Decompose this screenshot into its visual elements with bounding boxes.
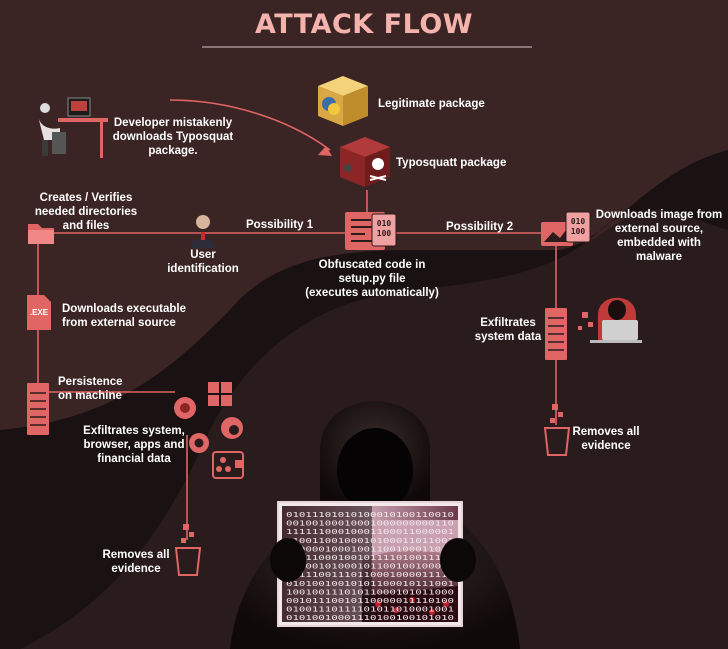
flow-lines xyxy=(37,99,557,540)
image-download-icon: 010 100 xyxy=(541,211,591,246)
binary-line: 11111100010001100011000001 xyxy=(286,527,454,536)
possibility-1-label: Possibility 1 xyxy=(246,219,314,231)
user-identification-label: User identification xyxy=(167,249,239,275)
page-title: ATTACK FLOW xyxy=(254,9,474,40)
binary-line: 01001110111101011010001001 xyxy=(286,605,454,614)
windows-icon xyxy=(208,382,232,406)
hacker-laptop-icon xyxy=(578,297,642,343)
background-dark-band xyxy=(0,150,728,649)
arrow-developer-to-typosquat xyxy=(169,99,331,151)
user-identification-icon xyxy=(190,215,216,248)
svg-text:100: 100 xyxy=(377,229,392,238)
binary-line: 10010011101011000101011000 xyxy=(286,587,454,596)
possibility-2-label: Possibility 2 xyxy=(446,221,514,233)
exe-badge: .EXE xyxy=(29,308,49,317)
obfuscated-code-icon: 010 100 xyxy=(345,212,397,250)
binary-line: 01010010001110100100101010 xyxy=(286,613,454,622)
svg-text:010: 010 xyxy=(571,217,586,226)
arrow-head xyxy=(318,146,332,156)
browser-icon xyxy=(174,397,196,419)
exfiltrates-system-label: Exfiltrates system data xyxy=(474,317,542,343)
svg-text:010: 010 xyxy=(377,219,392,228)
edge-icon xyxy=(221,417,243,439)
removes-evidence-right-label: Removes all evidence xyxy=(572,426,640,452)
binary-line: 01011101010100010100110010 xyxy=(286,510,454,519)
binary-line: 01000101000101100100100010 xyxy=(286,562,454,571)
binary-line: 11111001110110001000011110 xyxy=(286,570,454,579)
typosquat-package-label: Typosquatt package xyxy=(396,157,507,169)
developer-label: Developer mistakenly downloads Typosquat… xyxy=(112,117,234,157)
folder-icon xyxy=(28,224,54,244)
removes-evidence-left-label: Removes all evidence xyxy=(102,549,170,575)
binary-line: 00101110010110000011110100 xyxy=(286,596,454,605)
creates-label: Creates / Verifies needed directories an… xyxy=(34,192,138,232)
chrome-icon xyxy=(189,433,209,453)
trash-right-icon xyxy=(543,404,571,456)
server-left-icon xyxy=(27,383,49,435)
exfiltrates-financial-label: Exfiltrates system, browser, apps and fi… xyxy=(83,425,185,465)
svg-text:100: 100 xyxy=(571,227,586,236)
obfuscated-code-label: Obfuscated code in setup.py file (execut… xyxy=(305,259,439,299)
exe-file-icon xyxy=(27,295,51,330)
legitimate-package-label: Legitimate package xyxy=(378,98,485,110)
persistence-label: Persistence on machine xyxy=(58,376,123,402)
poster-binary-text: 0101110101010001010011001000100100010001… xyxy=(286,510,454,622)
downloads-executable-label: Downloads executable from external sourc… xyxy=(62,303,186,329)
legitimate-package-icon xyxy=(318,76,368,126)
left-hand xyxy=(270,538,306,582)
poster xyxy=(277,501,463,627)
downloads-image-label: Downloads image from external source, em… xyxy=(595,209,723,263)
right-hand xyxy=(440,538,476,582)
binary-line: 01001100100010100011011001 xyxy=(286,536,454,545)
binary-line: 01010010010101100010111001 xyxy=(286,579,454,588)
binary-line: 10011000100101111010011101 xyxy=(286,553,454,562)
trash-left-icon xyxy=(174,524,202,576)
binary-line: 01000010001001100100011010 xyxy=(286,544,454,553)
developer-desk-icon xyxy=(38,97,108,158)
typosquat-package-icon xyxy=(340,137,390,187)
wallet-icon xyxy=(212,451,244,479)
binary-line: 00100100010001000000000110 xyxy=(286,519,454,528)
server-right-icon xyxy=(545,308,567,360)
